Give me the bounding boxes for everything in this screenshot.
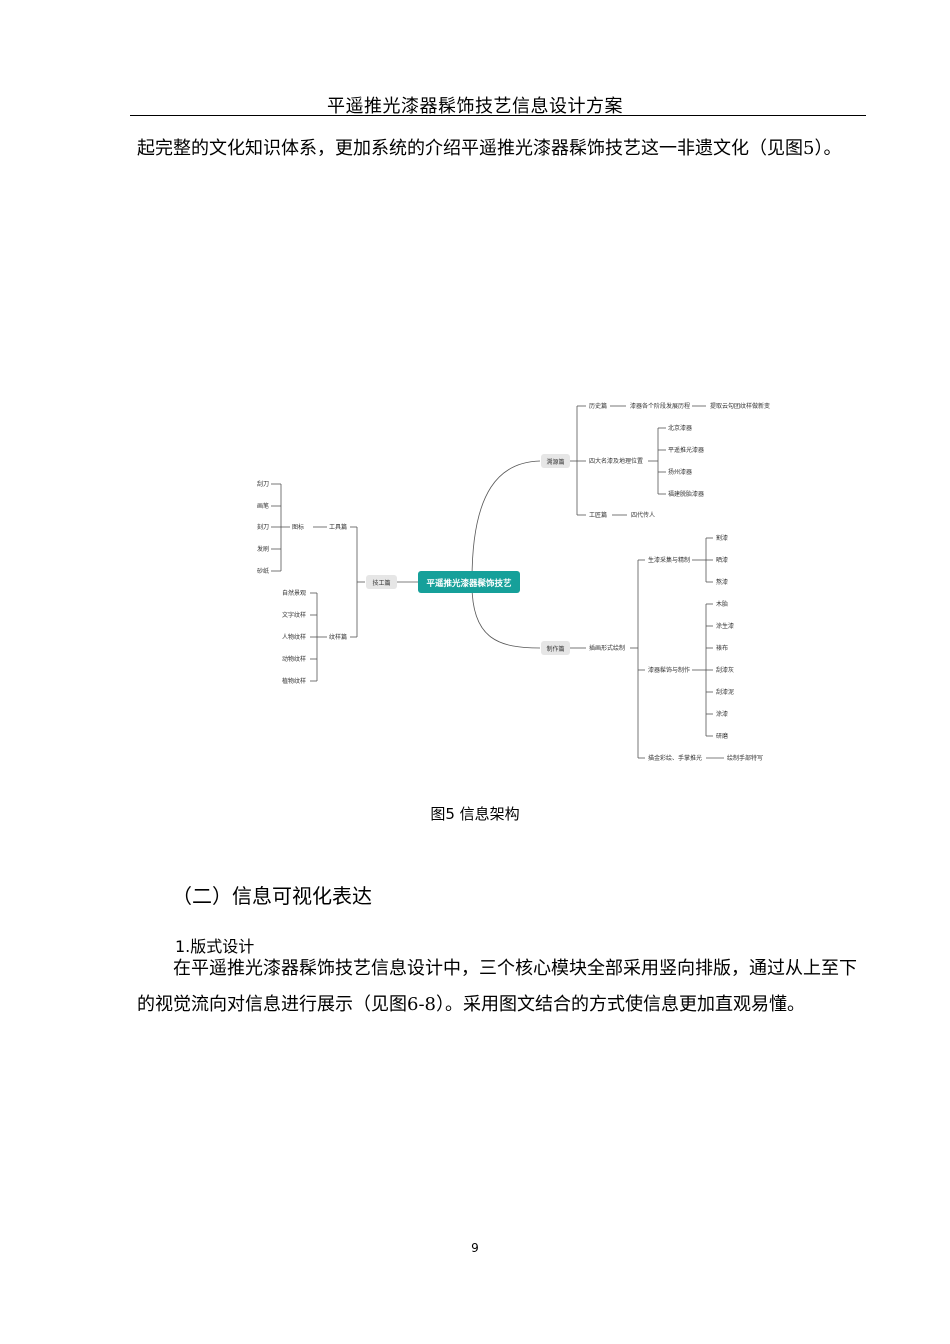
node-label: 绘制手部特写 [727,754,763,762]
node-label: 研磨 [716,732,728,740]
root-node [418,571,520,593]
node-craft-label: 技工篇 [372,579,390,587]
node-label: 文字纹样 [282,611,306,619]
running-header: 平遥推光漆器髹饰技艺信息设计方案 [327,96,623,117]
node-label: 发刷 [257,545,269,553]
leaf-labels: 历史篇 漆器各个阶段发展历程 提取云勾团纹样做新变 四大名漆及地理位置 北京漆器… [257,402,770,762]
section-paragraph: 在平遥推光漆器髹饰技艺信息设计中，三个核心模块全部采用竖向排版，通过从上至下的视… [137,958,857,1015]
node-label: 人物纹样 [282,633,306,641]
node-label: 自然景观 [282,589,306,597]
node-label: 刮刀 [257,480,269,488]
subsection-heading: 1.版式设计 [175,937,255,956]
node-label: 福建脱胎漆器 [668,490,704,498]
node-label: 扬州漆器 [668,468,692,476]
node-label: 动物纹样 [282,655,306,663]
node-label: 砂纸 [257,567,269,575]
mind-map: 平遥推光漆器髹饰技艺 溯源篇 技工篇 制作篇 历史篇 漆器各个阶段发展历程 提取… [257,402,770,762]
node-origin-label: 溯源篇 [546,458,564,466]
node-label: 画笔 [257,502,269,510]
node-label: 插画形式绘制 [589,644,625,652]
figure-caption: 图5 信息架构 [430,805,520,823]
node-label: 图标 [292,523,304,531]
node-label: 四大名漆及地理位置 [589,457,643,465]
node-label: 平遥推光漆器 [668,446,704,454]
node-label: 漆器髹饰与制作 [648,666,690,674]
node-label: 熬漆 [716,578,728,586]
node-label: 涂漆 [716,710,728,718]
header-divider [130,115,866,116]
node-label: 工具篇 [329,523,347,531]
node-label: 工匠篇 [589,511,607,519]
node-origin [541,454,570,468]
root-label: 平遥推光漆器髹饰技艺 [426,578,512,589]
node-label: 植物纹样 [282,677,306,685]
node-label: 刮漆泥 [716,688,734,696]
node-label: 纹样篇 [329,633,347,641]
node-label: 割漆 [716,534,728,542]
connector-lines [271,405,724,759]
node-label: 四代传人 [631,511,655,519]
information-architecture-figure: 平遥推光漆器髹饰技艺 溯源篇 技工篇 制作篇 历史篇 漆器各个阶段发展历程 提取… [240,390,780,770]
node-label: 描金彩绘、手掌推光 [648,754,702,762]
node-craft [366,575,397,589]
node-label: 北京漆器 [668,424,692,432]
node-label: 涂生漆 [716,622,734,630]
node-label: 刮漆灰 [716,666,734,674]
node-label: 木胎 [716,600,728,608]
node-making-label: 制作篇 [546,645,564,653]
node-label: 历史篇 [589,402,607,410]
node-label: 生漆采集与精制 [648,556,690,564]
page-number: 9 [471,1241,479,1255]
node-label: 漆器各个阶段发展历程 [630,402,690,410]
node-making [541,641,570,655]
intro-paragraph: 起完整的文化知识体系，更加系统的介绍平遥推光漆器髹饰技艺这一非遗文化（见图5）。 [137,138,842,159]
node-label: 裱布 [716,644,728,652]
node-label: 提取云勾团纹样做新变 [710,402,770,410]
node-label: 刻刀 [257,523,269,531]
node-label: 晒漆 [716,556,728,564]
section-heading: （二）信息可视化表达 [172,884,372,908]
